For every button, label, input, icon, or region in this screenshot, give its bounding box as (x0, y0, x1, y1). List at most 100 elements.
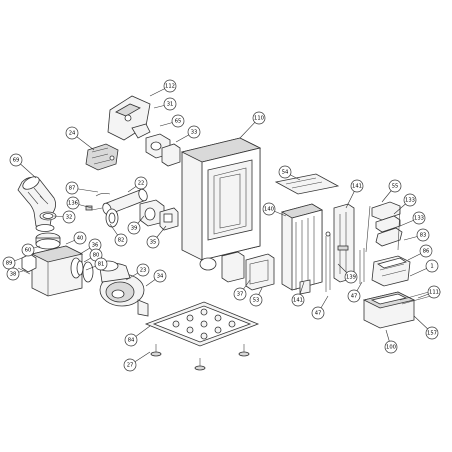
sealing-ring-part (39, 211, 57, 221)
callout-circle (163, 79, 177, 93)
callout-157: 157 (425, 326, 439, 340)
callout-24: 24 (65, 126, 79, 140)
callout-139: 139 (344, 270, 358, 284)
callout-circle (403, 193, 417, 207)
exhaust-elbow-part (17, 176, 56, 232)
heat-exchanger-part (280, 203, 324, 295)
callout-140: 140 (262, 202, 276, 216)
callout-circle (21, 243, 35, 257)
callout-31: 31 (163, 97, 177, 111)
callout-circle (171, 114, 185, 128)
callout-label: 31 (167, 101, 174, 107)
callout-81: 81 (94, 257, 108, 271)
callout-39: 39 (127, 221, 141, 235)
callout-label: 39 (131, 225, 138, 231)
callout-35: 35 (146, 235, 160, 249)
mounting-bracket-part (107, 95, 181, 167)
callout-label: 69 (13, 157, 20, 163)
callout-circle (73, 231, 87, 245)
callout-111: 111 (427, 285, 441, 299)
callout-label: 110 (254, 115, 264, 121)
callout-32: 32 (62, 210, 76, 224)
callout-87: 87 (65, 181, 79, 195)
callout-circle (114, 233, 128, 247)
callout-110: 110 (252, 111, 266, 125)
callout-circle (388, 179, 402, 193)
callout-circle (249, 293, 263, 307)
callout-circle (153, 269, 167, 283)
callout-circle (344, 270, 358, 284)
callout-label: 35 (150, 239, 157, 245)
callout-circle (124, 333, 138, 347)
callout-circle (123, 358, 137, 372)
callout-circle (419, 244, 433, 258)
callout-circle (163, 97, 177, 111)
adapter-collar-part (35, 232, 61, 250)
callout-circle (66, 196, 80, 210)
callout-circle (94, 257, 108, 271)
callout-circle (134, 176, 148, 190)
callout-47: 47 (347, 289, 361, 303)
callout-circle (9, 153, 23, 167)
callout-circle (427, 285, 441, 299)
callout-label: 82 (118, 237, 125, 243)
callout-circle (62, 210, 76, 224)
callout-circle (291, 293, 305, 307)
callout-label: 32 (66, 214, 73, 220)
callout-label: 80 (93, 252, 100, 258)
callout-label: 87 (69, 185, 76, 191)
callout-141: 141 (350, 179, 364, 193)
top-plate-part (274, 173, 340, 195)
callout-33: 33 (187, 125, 201, 139)
callout-circle (65, 181, 79, 195)
callout-label: 111 (429, 289, 439, 295)
callout-label: 47 (315, 310, 322, 316)
callout-label: 53 (253, 297, 260, 303)
callout-label: 133 (405, 197, 415, 203)
callout-circle (136, 263, 150, 277)
callout-23: 23 (136, 263, 150, 277)
callout-circle (384, 340, 398, 354)
callout-label: 1 (430, 263, 433, 269)
callout-circle (233, 287, 247, 301)
housing-box-part (17, 245, 84, 297)
callout-84: 84 (124, 333, 138, 347)
callout-label: 84 (128, 337, 135, 343)
callout-40: 40 (73, 231, 87, 245)
callout-53: 53 (249, 293, 263, 307)
main-cabinet-part (180, 137, 262, 271)
callout-circle (350, 179, 364, 193)
callout-circle (65, 126, 79, 140)
callout-circle (347, 289, 361, 303)
callout-label: 54 (282, 169, 289, 175)
base-plate-part (144, 301, 260, 347)
callout-label: 157 (427, 330, 437, 336)
callout-34: 34 (153, 269, 167, 283)
callout-label: 34 (157, 273, 164, 279)
callout-circle (278, 165, 292, 179)
callout-circle (127, 221, 141, 235)
callout-circle (2, 256, 16, 270)
callout-112: 112 (163, 79, 177, 93)
callout-circle (252, 111, 266, 125)
callout-65: 65 (171, 114, 185, 128)
gasket-rings-part (70, 257, 94, 283)
callout-circle (425, 259, 439, 273)
callout-label: 27 (127, 362, 134, 368)
callout-circle (187, 125, 201, 139)
callout-label: 23 (140, 267, 147, 273)
callout-label: 112 (165, 83, 175, 89)
callout-54: 54 (278, 165, 292, 179)
flange-gaskets-part (105, 199, 179, 231)
tie-rods-part (325, 231, 365, 292)
callout-133: 133 (403, 193, 417, 207)
callout-circle (425, 326, 439, 340)
callout-label: 33 (191, 129, 198, 135)
callout-label: 60 (25, 247, 32, 253)
callout-label: 100 (386, 344, 396, 350)
callout-label: 83 (420, 232, 427, 238)
callout-69: 69 (9, 153, 23, 167)
callout-label: 65 (175, 118, 182, 124)
